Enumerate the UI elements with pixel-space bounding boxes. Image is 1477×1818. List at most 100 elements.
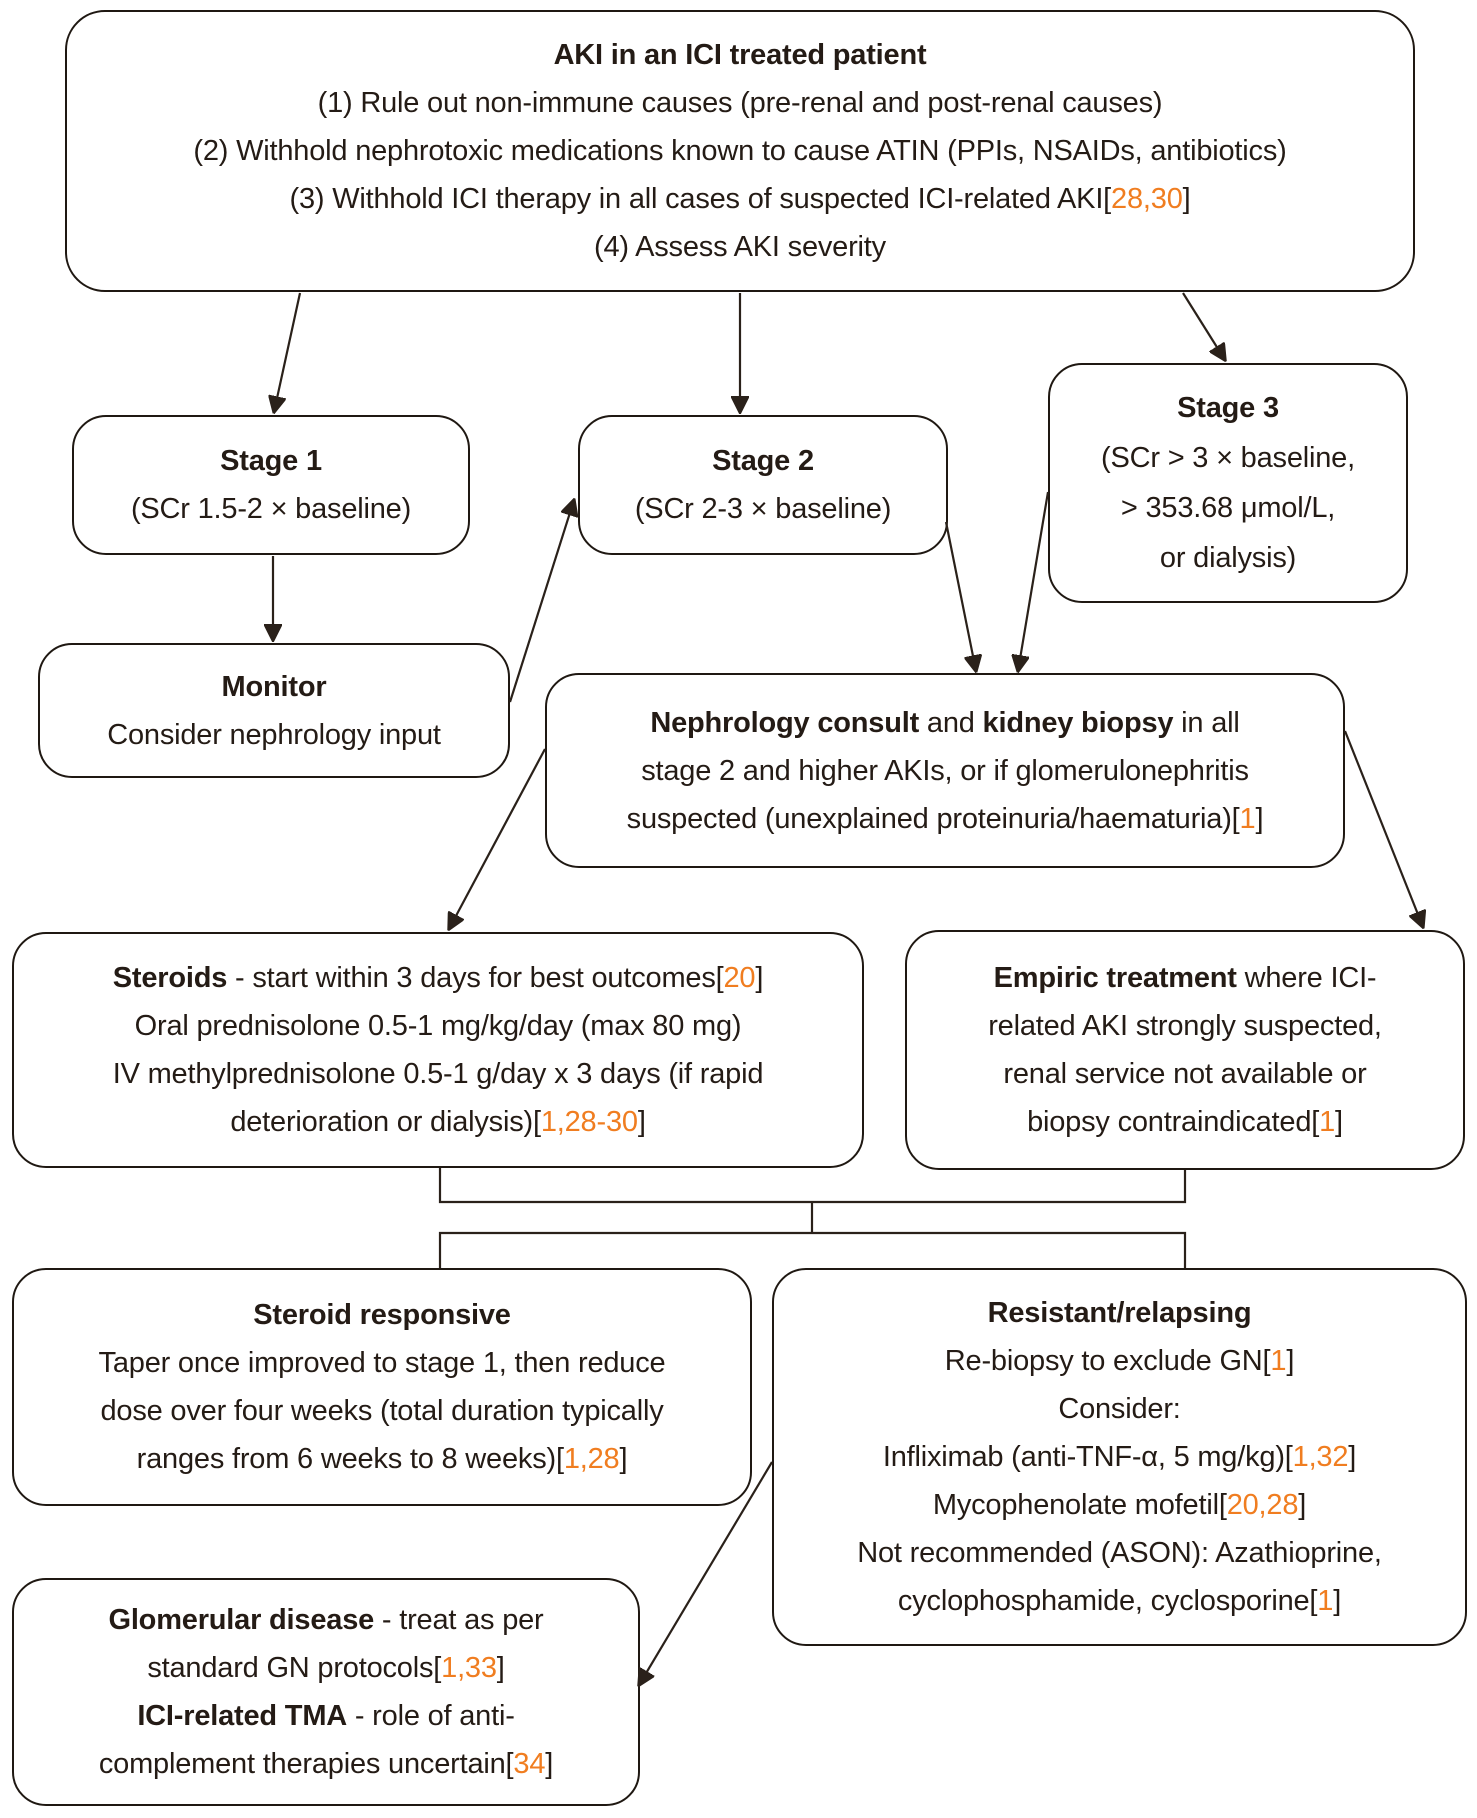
node-monitor: Monitor Consider nephrology input bbox=[38, 643, 510, 778]
arrow-stage2-to-nephrology bbox=[944, 521, 976, 671]
text-line: Infliximab (anti-TNF-α, 5 mg/kg)[1,32] bbox=[882, 1433, 1357, 1481]
arrow-monitor-to-stage2 bbox=[508, 500, 574, 703]
text-segment-bold: kidney biopsy bbox=[982, 706, 1174, 739]
text-line: Steroids - start within 3 days for best … bbox=[112, 954, 764, 1002]
text-segment: suspected (unexplained proteinuria/haema… bbox=[626, 802, 1240, 835]
text-segment: ] bbox=[637, 1106, 646, 1138]
text-segment-bold: Steroids bbox=[112, 962, 228, 994]
text-segment: ] bbox=[496, 1652, 505, 1684]
node-steroid-responsive: Steroid responsive Taper once improved t… bbox=[12, 1268, 752, 1506]
text-segment: standard GN protocols[ bbox=[147, 1652, 442, 1684]
text-line: Re-biopsy to exclude GN[1] bbox=[944, 1337, 1295, 1385]
text-segment: ] bbox=[755, 962, 764, 994]
text-segment-bold: ICI-related TMA bbox=[137, 1700, 348, 1732]
connector-bus-top bbox=[438, 1168, 1187, 1204]
text-line: > 353.68 μmol/L, bbox=[1120, 492, 1336, 524]
text-segment: where ICI- bbox=[1236, 962, 1377, 994]
text-segment: ] bbox=[1333, 1585, 1342, 1617]
node-title: AKI in an ICI treated patient bbox=[553, 39, 927, 71]
node-title: Stage 2 bbox=[712, 445, 814, 477]
text-line: Oral prednisolone 0.5-1 mg/kg/day (max 8… bbox=[134, 1010, 742, 1042]
text-segment: - start within 3 days for best outcomes[ bbox=[227, 962, 724, 994]
text-segment: ] bbox=[619, 1443, 628, 1475]
text-line: Mycophenolate mofetil[20,28] bbox=[933, 1481, 1306, 1529]
text-segment-bold: Empiric treatment bbox=[993, 962, 1237, 994]
node-glomerular-disease: Glomerular disease - treat as per standa… bbox=[12, 1578, 640, 1806]
text-segment: (3) Withhold ICI therapy in all cases of… bbox=[289, 183, 1112, 215]
text-segment: Re-biopsy to exclude GN[ bbox=[944, 1345, 1271, 1377]
text-line: Consider: bbox=[1058, 1393, 1181, 1425]
citation-ref: 28,30 bbox=[1111, 183, 1183, 215]
citation-ref: 1,32 bbox=[1292, 1441, 1349, 1473]
arrow-nephrology-to-empiric bbox=[1343, 730, 1423, 927]
arrow-stage3-to-nephrology bbox=[1018, 491, 1050, 671]
node-title: Monitor bbox=[221, 670, 327, 703]
text-segment: Mycophenolate mofetil[ bbox=[932, 1489, 1227, 1521]
text-segment: ] bbox=[1348, 1441, 1357, 1473]
arrow-top-to-stage3 bbox=[1182, 292, 1225, 360]
node-stage2: Stage 2 (SCr 2-3 × baseline) bbox=[578, 415, 948, 555]
text-line: suspected (unexplained proteinuria/haema… bbox=[627, 795, 1264, 843]
node-title: Steroid responsive bbox=[253, 1299, 511, 1331]
text-segment: and bbox=[919, 706, 983, 739]
text-line: standard GN protocols[1,33] bbox=[147, 1644, 505, 1692]
citation-ref: 1,28 bbox=[563, 1443, 620, 1475]
text-segment: ] bbox=[1255, 802, 1264, 835]
citation-ref: 20 bbox=[723, 962, 756, 994]
text-segment-bold: Nephrology consult bbox=[650, 706, 920, 739]
text-segment: Infliximab (anti-TNF-α, 5 mg/kg)[ bbox=[882, 1441, 1293, 1473]
citation-ref: 1,33 bbox=[441, 1652, 497, 1684]
citation-ref: 34 bbox=[513, 1748, 546, 1780]
node-aki-assessment: AKI in an ICI treated patient (1) Rule o… bbox=[65, 10, 1415, 292]
text-line: biopsy contraindicated[1] bbox=[1027, 1098, 1343, 1146]
text-line: Empiric treatment where ICI- bbox=[994, 954, 1377, 1002]
text-segment: ranges from 6 weeks to 8 weeks)[ bbox=[136, 1443, 564, 1475]
citation-ref: 1 bbox=[1317, 1585, 1334, 1617]
arrow-top-to-stage1 bbox=[274, 292, 302, 412]
text-segment: deterioration or dialysis)[ bbox=[230, 1106, 541, 1138]
node-steroids: Steroids - start within 3 days for best … bbox=[12, 932, 864, 1168]
text-line: (SCr > 3 × baseline, bbox=[1101, 442, 1355, 474]
text-segment: complement therapies uncertain[ bbox=[98, 1748, 514, 1780]
text-line: ICI-related TMA - role of anti- bbox=[137, 1692, 515, 1740]
text-line: Glomerular disease - treat as per bbox=[108, 1596, 543, 1644]
text-line: Taper once improved to stage 1, then red… bbox=[98, 1347, 666, 1379]
citation-ref: 1 bbox=[1319, 1106, 1336, 1138]
text-segment: - treat as per bbox=[374, 1604, 544, 1636]
citation-ref: 20,28 bbox=[1226, 1489, 1299, 1521]
text-line: cyclophosphamide, cyclosporine[1] bbox=[898, 1577, 1341, 1625]
text-line: (SCr 2-3 × baseline) bbox=[634, 493, 892, 525]
text-line: Not recommended (ASON): Azathioprine, bbox=[857, 1537, 1382, 1569]
text-segment: biopsy contraindicated[ bbox=[1027, 1106, 1320, 1138]
text-line: or dialysis) bbox=[1159, 542, 1297, 574]
citation-ref: 1,28-30 bbox=[540, 1106, 638, 1138]
text-segment: ] bbox=[1286, 1345, 1295, 1377]
text-segment: ] bbox=[545, 1748, 554, 1780]
text-line: IV methylprednisolone 0.5-1 g/day x 3 da… bbox=[112, 1058, 764, 1090]
citation-ref: 1 bbox=[1239, 802, 1256, 835]
text-line: complement therapies uncertain[34] bbox=[99, 1740, 553, 1788]
text-segment: - role of anti- bbox=[347, 1700, 515, 1732]
text-segment: cyclophosphamide, cyclosporine[ bbox=[897, 1585, 1318, 1617]
node-title: Stage 1 bbox=[220, 445, 322, 477]
connector-bus-bottom bbox=[438, 1231, 1187, 1268]
text-segment: in all bbox=[1173, 706, 1240, 739]
text-line: Consider nephrology input bbox=[107, 718, 441, 751]
text-line: (2) Withhold nephrotoxic medications kno… bbox=[193, 135, 1287, 167]
node-title: Resistant/relapsing bbox=[987, 1297, 1252, 1329]
text-line: dose over four weeks (total duration typ… bbox=[100, 1395, 664, 1427]
text-segment-bold: Glomerular disease bbox=[108, 1604, 375, 1636]
text-segment: ] bbox=[1335, 1106, 1343, 1138]
text-line: (1) Rule out non-immune causes (pre-rena… bbox=[317, 87, 1163, 119]
text-line: Nephrology consult and kidney biopsy in … bbox=[650, 699, 1239, 747]
text-line: ranges from 6 weeks to 8 weeks)[1,28] bbox=[137, 1435, 628, 1483]
node-title: Stage 3 bbox=[1177, 392, 1279, 424]
text-line: (3) Withhold ICI therapy in all cases of… bbox=[290, 175, 1191, 223]
text-line: deterioration or dialysis)[1,28-30] bbox=[230, 1098, 646, 1146]
text-line: renal service not available or bbox=[1003, 1058, 1367, 1090]
node-resistant-relapsing: Resistant/relapsing Re-biopsy to exclude… bbox=[772, 1268, 1467, 1646]
citation-ref: 1 bbox=[1270, 1345, 1287, 1377]
text-segment: ] bbox=[1182, 183, 1191, 215]
text-segment: ] bbox=[1298, 1489, 1307, 1521]
